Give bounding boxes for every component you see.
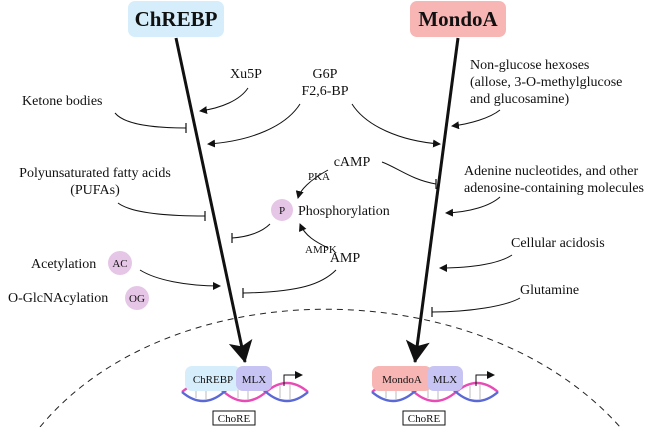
- camp-to-phosphorylation-arrow: [295, 169, 329, 199]
- amp-inhibition: [242, 269, 337, 294]
- glutamine-label: Glutamine: [520, 283, 579, 298]
- chrebp-translocation-arrow: [174, 37, 253, 363]
- camp-label: cAMP: [334, 155, 371, 170]
- right-chore-box: [402, 410, 446, 426]
- ampk-to-phosphorylation-arrow: [299, 223, 329, 249]
- left-transcription-arrow: [283, 371, 303, 386]
- ampk-label: AMPK: [305, 244, 337, 256]
- mondoa-translocation-arrow: [405, 37, 460, 363]
- phosphate-label: P: [279, 205, 285, 217]
- oglcnacylation-circle: [125, 286, 149, 310]
- modification-arrow: [139, 269, 221, 290]
- xu5p-arrow: [199, 87, 249, 115]
- adenine-label-line2: adenosine-containing molecules: [464, 181, 644, 196]
- right-mondoa-box: [372, 366, 432, 391]
- camp-to-mondoa-inhibition: [381, 161, 437, 185]
- pufa-label-line1: Polyunsaturated fatty acids: [19, 166, 171, 181]
- acidosis-arrow: [439, 254, 513, 272]
- right-chore-label: ChoRE: [408, 413, 441, 425]
- glutamine-inhibition: [431, 297, 521, 313]
- acetylation-label: Acetylation: [31, 257, 96, 272]
- left-chrebp-box: [185, 366, 241, 391]
- right-mlx-box-label: MLX: [433, 374, 458, 386]
- chrebp-dna-complex: ChREBP MLX ChoRE: [181, 366, 309, 426]
- amp-label: AMP: [330, 251, 361, 266]
- ketone-bodies-inhibition: [114, 112, 187, 129]
- left-chrebp-box-label: ChREBP: [193, 374, 233, 386]
- hexoses-label-line2: (allose, 3-O-methylglucose: [470, 75, 622, 90]
- mondoa-dna-complex: MondoA MLX ChoRE: [371, 366, 499, 426]
- right-mondoa-box-label: MondoA: [382, 374, 422, 386]
- hexoses-label-line3: and glucosamine): [470, 92, 569, 107]
- chrebp-header-pill: [128, 1, 224, 37]
- left-chore-box: [212, 410, 256, 426]
- pufa-label-line2: (PUFAs): [70, 183, 120, 198]
- g6p-to-mondoa-arrow: [351, 103, 441, 148]
- phosphorylation-label: Phosphorylation: [298, 204, 390, 219]
- ketone-bodies-label: Ketone bodies: [22, 94, 102, 109]
- acetylation-circle: [108, 251, 132, 275]
- g6p-label: G6P: [313, 67, 338, 82]
- pufa-inhibition: [117, 202, 206, 217]
- left-mlx-box: [236, 366, 272, 391]
- phosphate-circle: [271, 199, 293, 221]
- left-mlx-box-label: MLX: [242, 374, 267, 386]
- mondoa-header: MondoA: [418, 7, 498, 31]
- oglcnacylation-circle-label: OG: [129, 293, 145, 305]
- nuclear-membrane: [39, 308, 621, 427]
- pka-label: PKA: [308, 171, 330, 183]
- phosphorylation-inhibition: [231, 223, 271, 239]
- g6p-to-chrebp-arrow: [207, 103, 301, 148]
- right-mlx-box: [427, 366, 463, 391]
- acetylation-circle-label: AC: [112, 258, 127, 270]
- left-chore-label: ChoRE: [218, 413, 251, 425]
- chrebp-header: ChREBP: [135, 7, 218, 31]
- hexoses-label-line1: Non-glucose hexoses: [470, 58, 589, 73]
- oglcnacylation-label: O-GlcNAcylation: [8, 291, 108, 306]
- right-transcription-arrow: [475, 371, 495, 386]
- mondoa-header-pill: [410, 1, 506, 37]
- acidosis-label: Cellular acidosis: [511, 236, 605, 251]
- xu5p-label: Xu5P: [230, 67, 262, 82]
- adenine-label-line1: Adenine nucleotides, and other: [464, 164, 639, 179]
- hexoses-arrow: [451, 109, 501, 130]
- f26bp-label: F2,6-BP: [301, 84, 348, 99]
- adenine-arrow: [445, 196, 501, 217]
